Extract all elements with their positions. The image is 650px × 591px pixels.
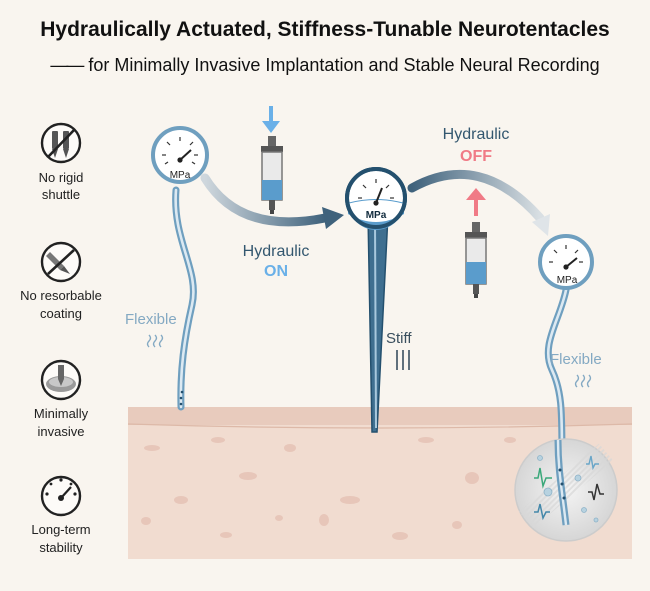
- minimally-invasive-icon: [46, 365, 76, 392]
- flexible-probe-left: MPa: [151, 126, 209, 411]
- gauge-icon: [45, 478, 77, 501]
- no-shuttle-icon: [47, 128, 76, 158]
- no-coating-icon: [46, 249, 75, 275]
- feature-label-line1: No rigid: [39, 170, 84, 185]
- figure-title: Hydraulically Actuated, Stiffness-Tunabl…: [40, 18, 610, 41]
- stiff-label: Stiff: [386, 330, 412, 347]
- flex-wave-icon-left: [146, 334, 164, 348]
- flexible-label-left: Flexible: [125, 311, 177, 328]
- neural-recording-zoom: [514, 438, 618, 542]
- feature-label-line2: coating: [40, 306, 82, 321]
- subtitle-text: for Minimally Invasive Implantation and …: [88, 55, 600, 75]
- feature-minimally-invasive: Minimally invasive: [34, 359, 89, 439]
- feature-label-line2: invasive: [38, 424, 85, 439]
- feature-no-shuttle: No rigid shuttle: [39, 122, 84, 202]
- feature-no-coating: No resorbable coating: [20, 241, 102, 321]
- stiff-lines-icon: [396, 350, 410, 370]
- gauge-unit-label: MPa: [557, 275, 578, 286]
- hydraulic-on-word: Hydraulic: [243, 243, 310, 260]
- feature-label-line2: stability: [39, 540, 83, 555]
- feature-label-line1: Long-term: [31, 522, 90, 537]
- hydraulic-off-word: Hydraulic: [443, 126, 510, 143]
- feature-long-term-stability: Long-term stability: [31, 475, 91, 555]
- feature-label-line1: No resorbable: [20, 288, 102, 303]
- syringe-off: [465, 188, 487, 298]
- flexible-label-right: Flexible: [550, 351, 602, 368]
- feature-label-line2: shuttle: [42, 187, 80, 202]
- arrow-off: [407, 169, 545, 223]
- gauge-unit-label: MPa: [170, 170, 191, 181]
- gauge-unit-label: MPa: [366, 210, 387, 221]
- flex-wave-icon-right: [574, 374, 592, 388]
- hydraulic-on-state: ON: [264, 263, 288, 280]
- figure-subtitle: ——for Minimally Invasive Implantation an…: [0, 55, 650, 76]
- stiff-probe-middle: MPa: [345, 167, 407, 433]
- syringe-on: [261, 106, 283, 214]
- arrow-down-icon: [262, 121, 280, 133]
- feature-label-line1: Minimally: [34, 406, 89, 421]
- arrow-up-icon: [466, 188, 486, 200]
- hydraulic-off-state: OFF: [460, 148, 492, 165]
- arrow-on: [200, 173, 330, 227]
- subtitle-dash: ——: [50, 55, 84, 75]
